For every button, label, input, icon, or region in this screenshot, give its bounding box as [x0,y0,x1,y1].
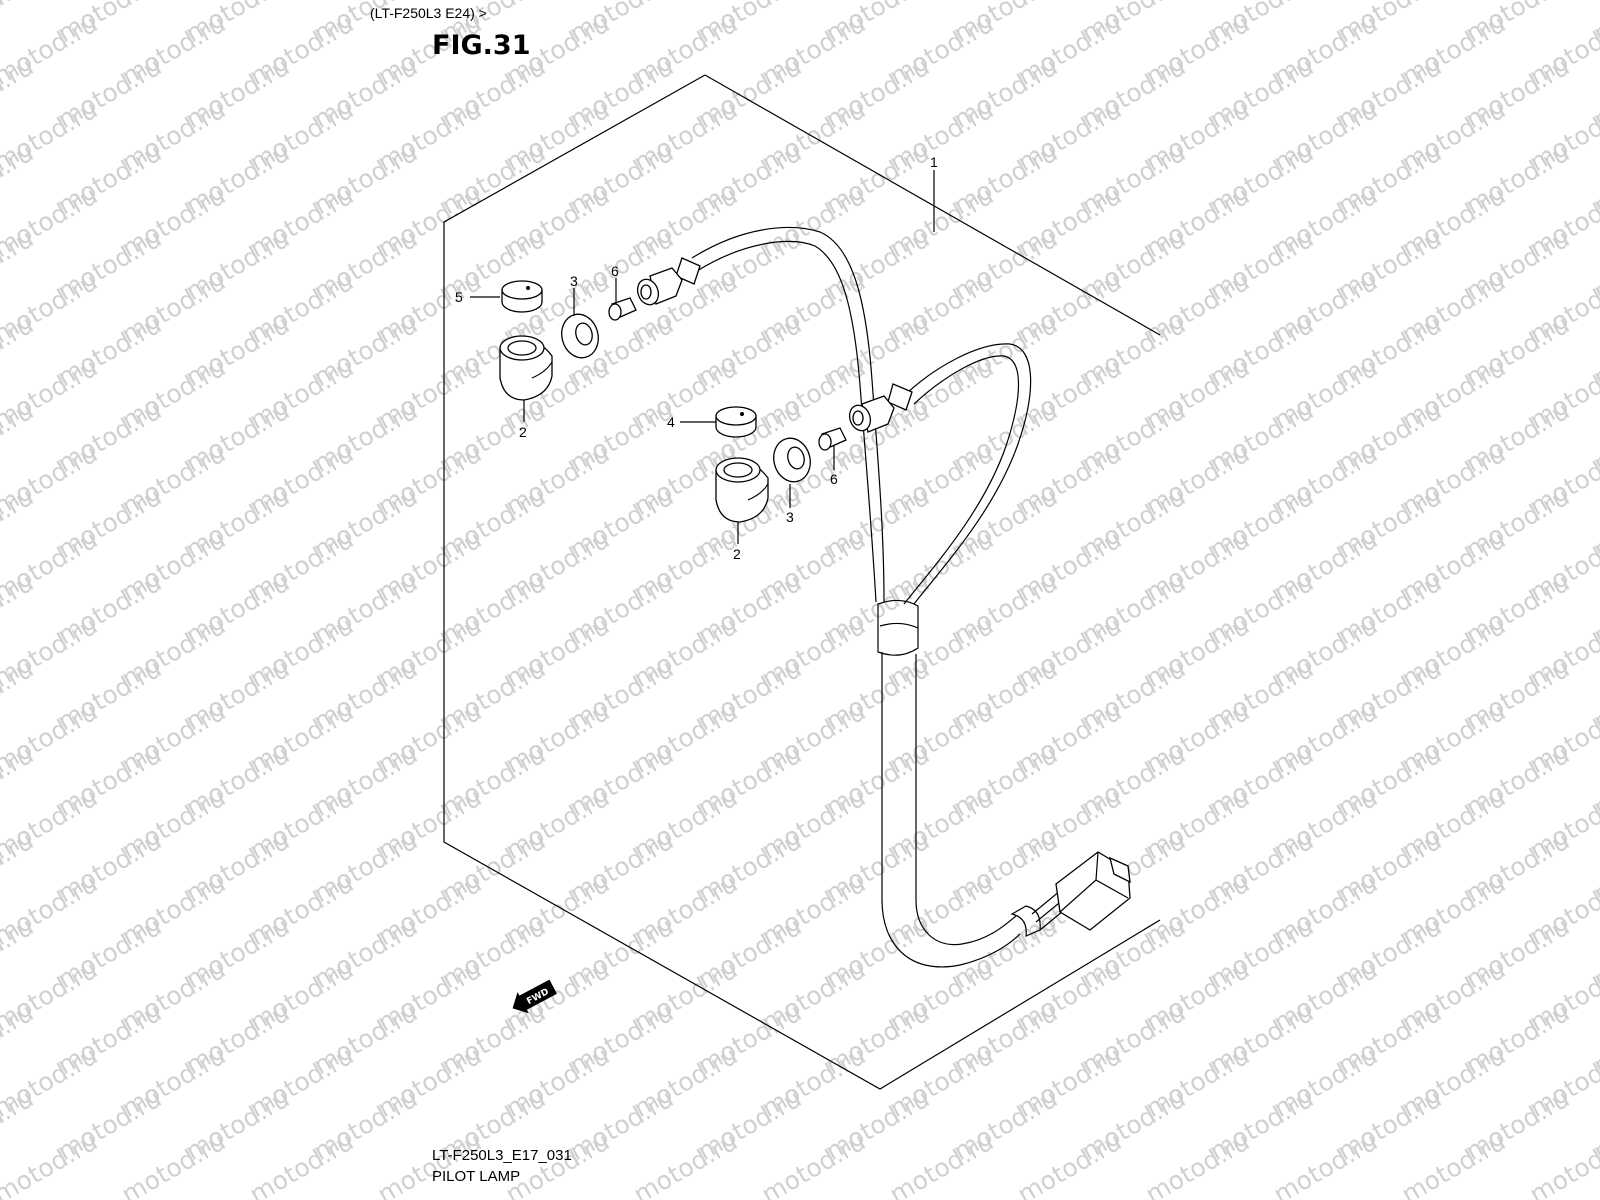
watermark-text: motod.ru [1397,1127,1511,1200]
callout-2: 2 [733,546,741,562]
lamp-socket-2-upper [499,335,553,401]
watermark-text: motod.ru [0,1127,102,1200]
lamp-connector-lower [848,383,913,433]
callout-2: 2 [519,424,527,440]
model-reference: (LT-F250L3 E24) > [370,5,487,21]
watermark-text: motod.ru [1141,1127,1255,1200]
diagram-code: LT-F250L3_E17_031 [432,1147,572,1164]
callout-6: 6 [611,263,619,279]
watermark-text: motod.ru [629,1127,743,1200]
rubber-grommet-3-lower [773,437,811,483]
watermark-text: motod.ru [1269,1127,1383,1200]
bulb-upper [608,297,637,321]
lamp-lens-cap-5 [501,280,543,313]
watermark-text: motod.ru [245,1127,359,1200]
watermark-text: motod.ru [1589,0,1600,48]
callout-3: 3 [786,509,794,525]
watermark-text: motod.ru [1525,1127,1600,1200]
callout-4: 4 [667,414,675,430]
leader-lines [470,170,935,544]
rubber-grommet-3-upper [561,313,599,359]
watermark-text: motod.ru [117,1127,231,1200]
lamp-connector-upper [636,257,701,306]
callout-6: 6 [830,471,838,487]
watermark-text: motod.ru [757,1127,871,1200]
bulb-lower [818,427,847,451]
callout-3: 3 [570,273,578,289]
lamp-socket-2-lower [715,457,769,523]
callout-1: 1 [930,154,938,170]
callout-5: 5 [455,289,463,305]
diagram-title: PILOT LAMP [432,1168,520,1185]
figure-label: FIG.31 [432,30,530,61]
watermark-text: motod.ru [1013,1127,1127,1200]
lamp-lens-cap-4 [715,406,757,438]
wire-harness [691,227,1131,968]
box-outline [443,74,1161,1090]
watermark-text: motod.ru [885,1127,999,1200]
harness-coupler [1055,851,1131,931]
